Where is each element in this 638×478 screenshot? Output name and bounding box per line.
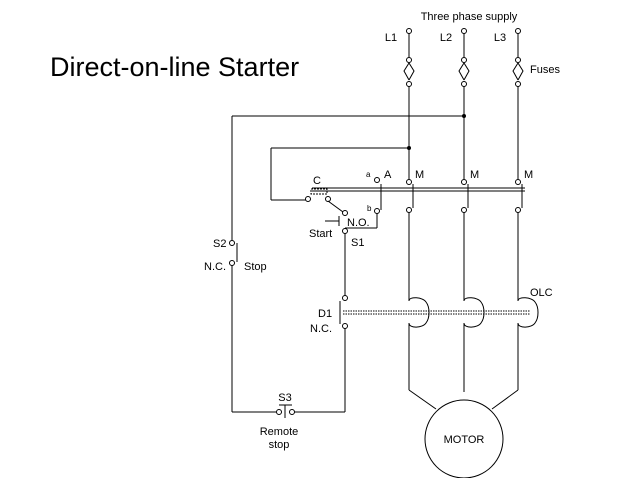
remote-stop-label-line2: stop bbox=[269, 439, 290, 451]
stop-button-symbol bbox=[229, 240, 238, 412]
start-branch-wiring bbox=[327, 200, 348, 216]
supply-label: Three phase supply bbox=[421, 11, 518, 23]
stop-label: Stop bbox=[244, 261, 267, 273]
overload-mechanical-link bbox=[343, 310, 530, 315]
page-title: Direct-on-line Starter bbox=[50, 52, 300, 82]
main-contact-label-3: M bbox=[524, 169, 533, 181]
aux-terminal-a-label: a bbox=[366, 170, 371, 179]
motor bbox=[408, 389, 519, 478]
olc-label: OLC bbox=[530, 287, 553, 299]
overload-contact-label: D1 bbox=[318, 308, 332, 320]
phase-line-l1 bbox=[403, 28, 415, 301]
no-label: N.O. bbox=[347, 217, 370, 229]
stop-id-label: S2 bbox=[213, 238, 226, 250]
phase-label-l2: L2 bbox=[440, 32, 452, 44]
overload-heaters bbox=[408, 297, 539, 392]
aux-contact bbox=[345, 177, 382, 229]
aux-contact-label: A bbox=[384, 169, 392, 181]
coil-label: C bbox=[313, 175, 321, 187]
phase-line-l2 bbox=[458, 28, 470, 301]
overload-contact bbox=[339, 295, 348, 412]
phase-line-l3 bbox=[512, 28, 524, 301]
phase-label-l1: L1 bbox=[385, 32, 397, 44]
start-button-symbol bbox=[325, 216, 348, 296]
remote-stop-id-label: S3 bbox=[278, 392, 291, 404]
aux-terminal-b-label: b bbox=[367, 204, 372, 213]
main-contact-label-2: M bbox=[470, 169, 479, 181]
motor-label: MOTOR bbox=[444, 434, 485, 446]
main-contact-label-1: M bbox=[415, 169, 424, 181]
stop-nc-label: N.C. bbox=[204, 261, 226, 273]
overload-nc-label: N.C. bbox=[310, 323, 332, 335]
fuses-label: Fuses bbox=[530, 64, 560, 76]
remote-stop-symbol bbox=[232, 404, 345, 418]
contactor-mechanical-link bbox=[312, 187, 525, 192]
start-label: Start bbox=[309, 228, 332, 240]
main-contacts bbox=[412, 184, 523, 208]
remote-stop-label-line1: Remote bbox=[260, 426, 299, 438]
start-id-label: S1 bbox=[351, 237, 364, 249]
phase-label-l3: L3 bbox=[494, 32, 506, 44]
control-wiring bbox=[231, 114, 466, 240]
